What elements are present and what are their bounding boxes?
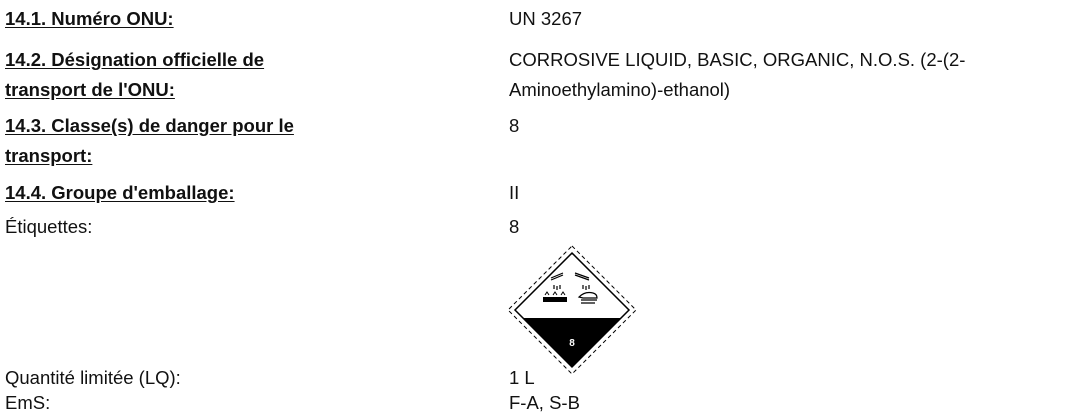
hazard-class-value: 8 [509, 115, 520, 136]
ems-label: EmS: [5, 392, 51, 413]
limited-quantity-label: Quantité limitée (LQ): [5, 367, 181, 388]
un-number-value: UN 3267 [509, 8, 583, 29]
limited-quantity-value: 1 L [509, 367, 535, 388]
shipping-name-value: CORROSIVE LIQUID, BASIC, ORGANIC, N.O.S.… [509, 49, 966, 100]
hazard-class-label: 14.3. Classe(s) de danger pour le transp… [5, 115, 294, 166]
packing-group-label: 14.4. Groupe d'emballage: [5, 182, 235, 203]
un-number-label: 14.1. Numéro ONU: [5, 8, 174, 29]
labels-label: Étiquettes: [5, 216, 93, 237]
shipping-name-label: 14.2. Désignation officielle de transpor… [5, 49, 265, 100]
placard-class-number: 8 [569, 338, 575, 349]
ems-value: F-A, S-B [509, 392, 580, 413]
packing-group-value: II [509, 182, 520, 203]
labels-value: 8 [509, 216, 520, 237]
corrosive-hazard-icon: 8 [507, 245, 637, 375]
